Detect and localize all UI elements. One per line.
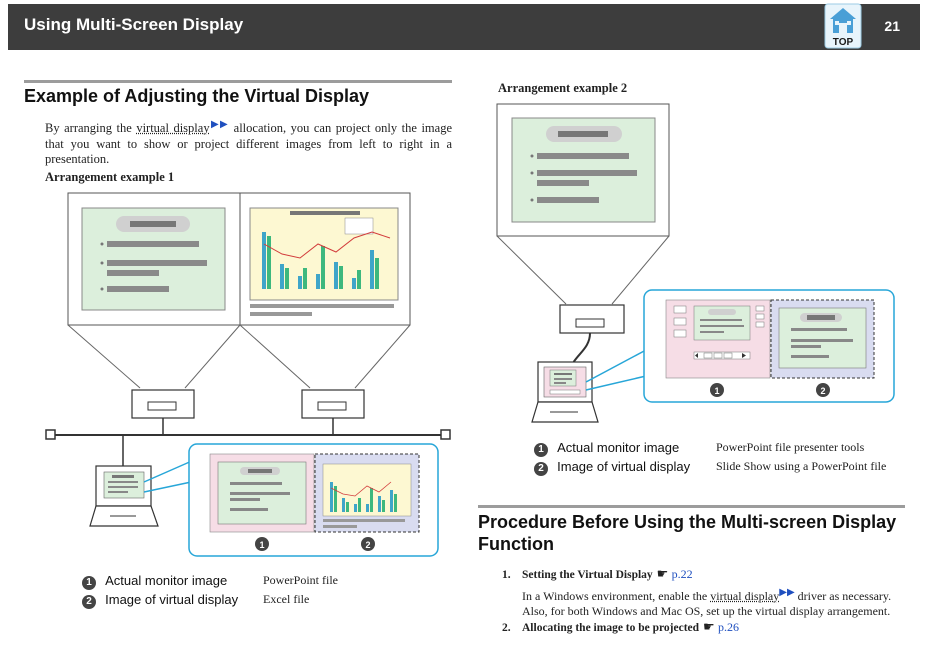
virtual-display-link-2[interactable]: virtual display — [710, 589, 780, 603]
arrangement1-diagram: 1 2 — [45, 192, 451, 557]
svg-text:2: 2 — [820, 386, 825, 396]
legend-value-2: Excel file — [263, 592, 310, 606]
legend2-item-1: 1 Actual monitor image — [534, 440, 679, 457]
step-1: 1. — [502, 569, 511, 581]
step-2: 2. — [502, 622, 511, 634]
projector-left — [131, 389, 195, 435]
arrangement2-diagram: 1 2 — [496, 103, 895, 423]
laptop — [89, 465, 159, 527]
step-2-title: Allocating the image to be projected — [522, 622, 700, 634]
intro-paragraph: By arranging the virtual display▶▶ alloc… — [45, 119, 452, 167]
legend2-value-1: PowerPoint file presenter tools — [716, 440, 865, 454]
step-2-ref-link[interactable]: p.26 — [717, 620, 739, 634]
step-1-title: Setting the Virtual Display — [522, 569, 653, 581]
double-arrow-icon: ▶▶ — [209, 119, 230, 130]
double-arrow-icon: ▶▶ — [779, 587, 795, 598]
top-button[interactable]: TOP — [824, 3, 862, 49]
legend2-item-2: 2 Image of virtual display — [534, 459, 690, 476]
virtual-display-link[interactable]: virtual display — [136, 121, 210, 136]
page-header: Using Multi-Screen Display 21 — [8, 4, 920, 50]
step-1-desc: In a Windows environment, enable the vir… — [522, 587, 892, 618]
home-top-icon: TOP — [824, 3, 862, 49]
example1-title: Arrangement example 1 — [45, 170, 175, 184]
section-rule-2 — [478, 505, 905, 508]
laptop — [531, 361, 599, 423]
projector-right — [301, 389, 365, 435]
pointing-hand-icon: ☛ — [703, 619, 718, 634]
legend2-value-2: Slide Show using a PowerPoint file — [716, 459, 887, 473]
section-rule — [24, 80, 452, 83]
legend-item-1: 1 Actual monitor image — [82, 573, 227, 590]
example2-title: Arrangement example 2 — [498, 81, 628, 95]
svg-text:1: 1 — [714, 386, 719, 396]
svg-text:2: 2 — [365, 540, 370, 550]
step-1-ref-link[interactable]: p.22 — [671, 567, 693, 581]
header-title: Using Multi-Screen Display — [24, 15, 244, 34]
svg-text:1: 1 — [259, 540, 264, 550]
step-2-content: Allocating the image to be projected ☛ p… — [522, 618, 907, 636]
section-heading: Example of Adjusting the Virtual Display — [24, 86, 370, 106]
top-label: TOP — [833, 37, 854, 48]
procedure-heading: Procedure Before Using the Multi-screen … — [478, 512, 897, 554]
chart-bars — [262, 232, 379, 289]
step-1-content: Setting the Virtual Display ☛ p.22 In a … — [522, 565, 907, 618]
page-number: 21 — [884, 18, 900, 34]
legend-item-2: 2 Image of virtual display — [82, 592, 238, 609]
legend-value-1: PowerPoint file — [263, 573, 338, 587]
projector — [559, 304, 625, 334]
pointing-hand-icon: ☛ — [656, 566, 672, 581]
